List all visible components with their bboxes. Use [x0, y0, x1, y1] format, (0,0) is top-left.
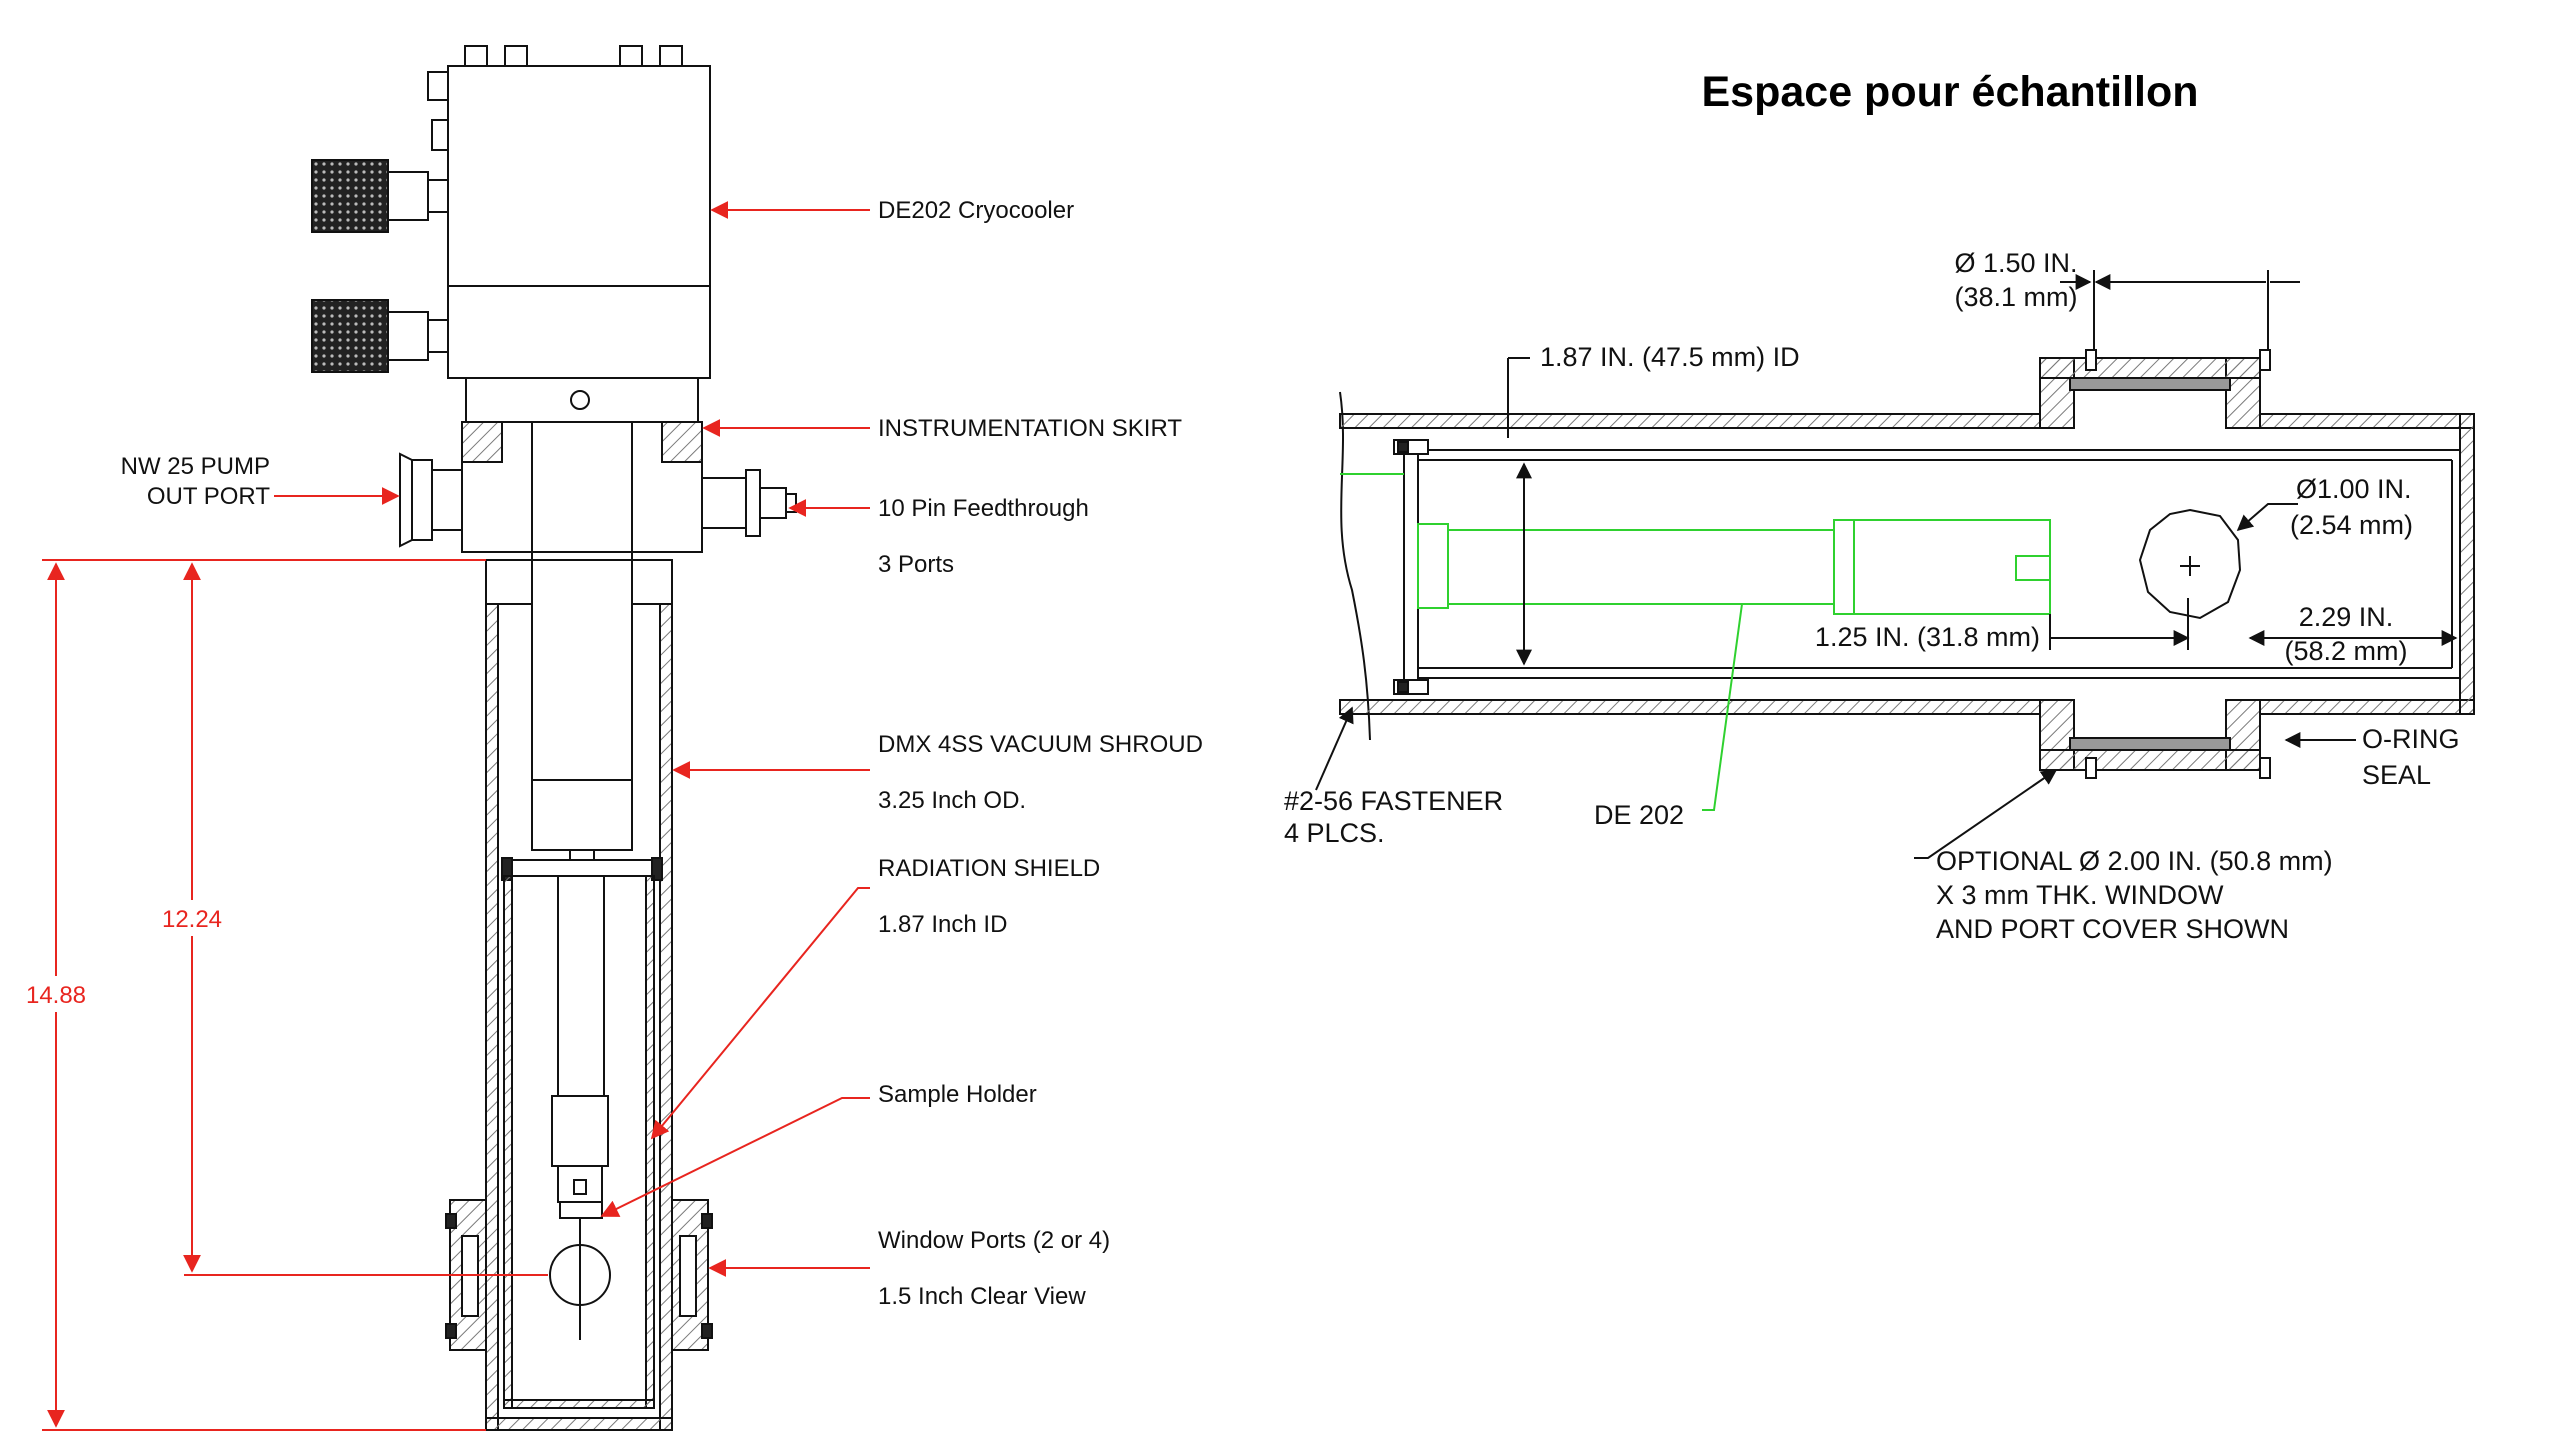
label-window-ports-2: 1.5 Inch Clear View	[878, 1283, 1086, 1310]
label-fastener-2: 4 PLCS.	[1284, 818, 1385, 848]
label-feedthrough-1: 10 Pin Feedthrough	[878, 495, 1089, 522]
label-window-diameter-1: Ø 1.50 IN.	[1954, 248, 2077, 278]
left-dimension-lines	[42, 559, 548, 1431]
label-pump-port-1: NW 25 PUMP	[121, 453, 270, 480]
label-pump-port-2: OUT PORT	[147, 483, 270, 510]
label-cryocooler: DE202 Cryocooler	[878, 197, 1074, 224]
label-sample-diameter-1: Ø1.00 IN.	[2296, 474, 2412, 504]
label-optional-3: AND PORT COVER SHOWN	[1936, 914, 2289, 944]
label-sample-diameter-2: (2.54 mm)	[2290, 510, 2413, 540]
page-title: Espace pour échantillon	[1702, 68, 2199, 116]
label-sample-holder: Sample Holder	[878, 1081, 1037, 1108]
label-radiation-shield-2: 1.87 Inch ID	[878, 911, 1007, 938]
label-instrumentation-skirt: INSTRUMENTATION SKIRT	[878, 415, 1182, 442]
cryocooler-body	[311, 45, 711, 423]
label-fastener-1: #2-56 FASTENER	[1284, 786, 1503, 816]
pump-out-port	[399, 452, 463, 548]
label-optional-1: OPTIONAL Ø 2.00 IN. (50.8 mm)	[1936, 846, 2333, 876]
sample-rod	[549, 875, 611, 1340]
left-cryostat-drawing	[311, 45, 797, 1431]
label-shield-id: 1.87 IN. (47.5 mm) ID	[1540, 342, 1800, 372]
feedthrough-port	[701, 469, 797, 537]
label-offset-2: (58.2 mm)	[2284, 636, 2407, 666]
left-callout-leaders	[274, 201, 870, 1277]
right-section-drawing	[1339, 349, 2475, 779]
dimension-inner-height: 12.24	[162, 906, 222, 933]
label-shroud-1: DMX 4SS VACUUM SHROUD	[878, 731, 1203, 758]
label-oring-1: O-RING	[2362, 724, 2460, 754]
label-window-ports-1: Window Ports (2 or 4)	[878, 1227, 1110, 1254]
label-feedthrough-2: 3 Ports	[878, 551, 954, 578]
label-shroud-2: 3.25 Inch OD.	[878, 787, 1026, 814]
label-optional-2: X 3 mm THK. WINDOW	[1936, 880, 2224, 910]
label-offset-1: 2.29 IN.	[2299, 602, 2394, 632]
label-length: 1.25 IN. (31.8 mm)	[1815, 622, 2040, 652]
label-oring-2: SEAL	[2362, 760, 2431, 790]
right-dimension-lines	[1315, 270, 2458, 859]
label-de202: DE 202	[1594, 800, 1684, 830]
instrumentation-skirt	[461, 421, 703, 605]
cold-finger	[501, 559, 663, 881]
dimension-outer-height: 14.88	[26, 982, 86, 1009]
de202-green-outline	[1340, 473, 2051, 811]
vacuum-shroud	[485, 603, 673, 1431]
label-radiation-shield-1: RADIATION SHIELD	[878, 855, 1100, 882]
label-window-diameter-2: (38.1 mm)	[1954, 282, 2077, 312]
